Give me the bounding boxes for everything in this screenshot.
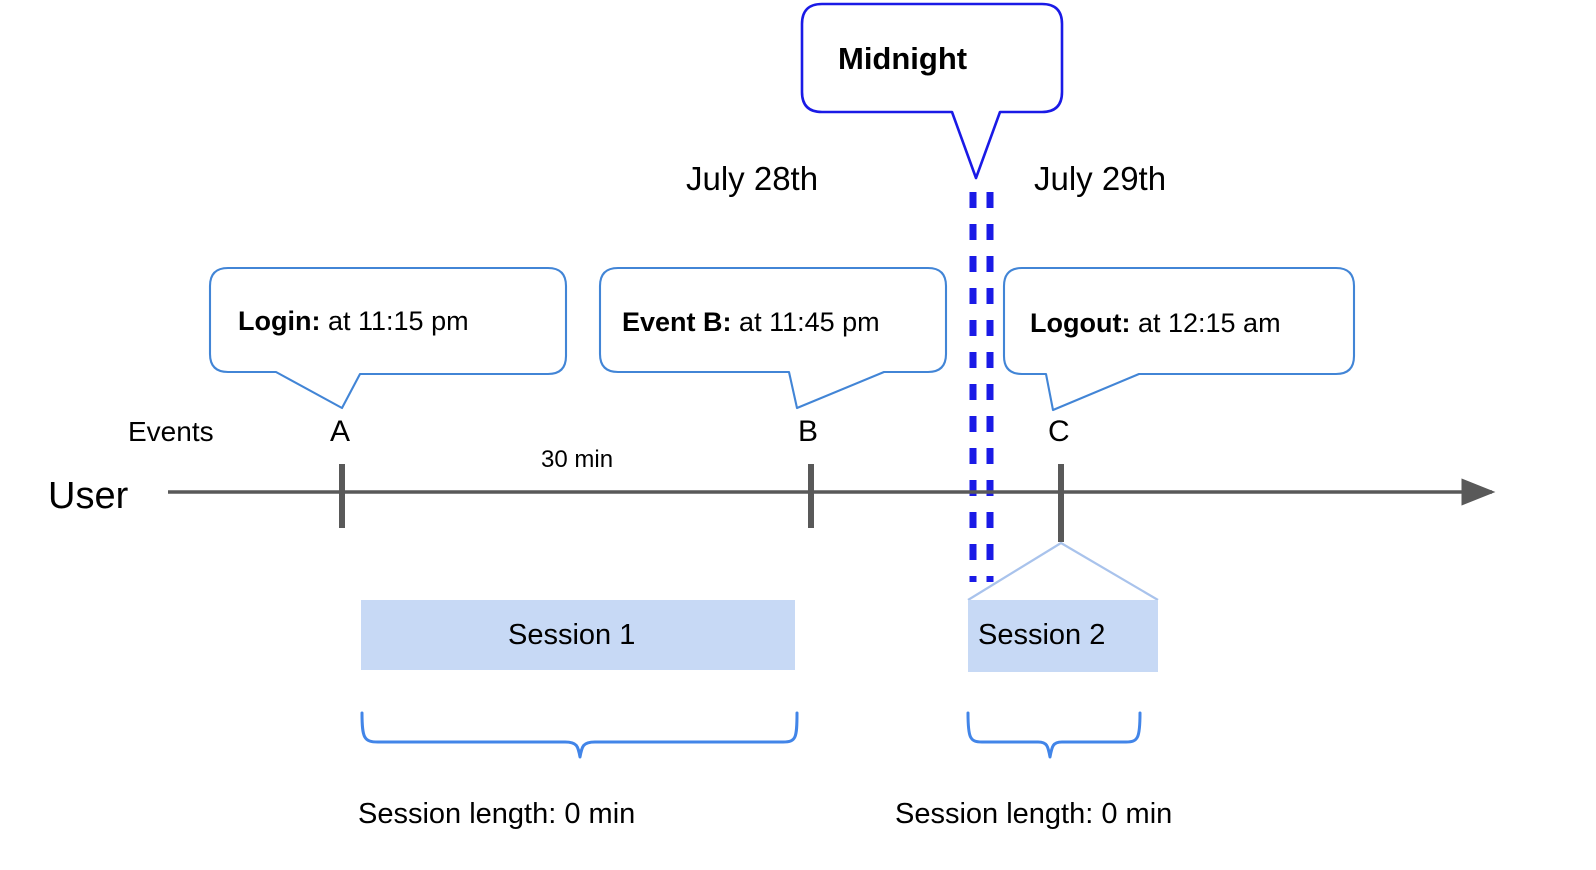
event-label-b: B: [798, 415, 819, 448]
axis-label-user: User: [48, 475, 129, 517]
session-box-1: [361, 600, 795, 670]
session2-connector: [967, 541, 1159, 601]
date-label-july-29: July 29th: [1034, 160, 1167, 197]
session-box-2: [968, 600, 1158, 672]
session-length-label-1: Session length: 0 min: [358, 798, 636, 830]
callout-title-login: Login:: [238, 306, 321, 336]
callout-detail-logout: at 12:15 am: [1137, 308, 1281, 338]
callout-bubble-login: [208, 266, 568, 410]
duration-label-30min: 30 min: [541, 446, 614, 473]
events-row-label: Events: [128, 416, 214, 447]
callout-bubble-eventb: [598, 266, 948, 410]
callout-text-eventb: Event B: at 11:45 pm: [622, 307, 880, 338]
callout-shape-eventb: [598, 266, 948, 410]
session-brace-2: [966, 711, 1142, 759]
event-label-a: A: [330, 415, 351, 448]
callout-text-login: Login: at 11:15 pm: [238, 306, 469, 337]
callout-shape-login: [208, 266, 568, 410]
callout-title-eventb: Event B:: [622, 307, 732, 337]
callout-bubble-logout: [1002, 266, 1356, 412]
timeline-axis: [168, 464, 1496, 542]
session-brace-path-1: [360, 711, 799, 759]
callout-detail-eventb: at 11:45 pm: [739, 307, 880, 337]
midnight-label: Midnight: [838, 41, 968, 76]
callout-shape-logout: [1002, 266, 1356, 412]
date-label-july-28: July 28th: [686, 160, 819, 197]
session-label-1: Session 1: [508, 619, 636, 651]
midnight-bubble-path: [800, 2, 1064, 180]
session2-connector-path: [967, 541, 1159, 601]
session-brace-path-2: [966, 711, 1142, 759]
callout-text-logout: Logout: at 12:15 am: [1030, 308, 1281, 339]
session-brace-1: [360, 711, 799, 759]
event-label-c: C: [1048, 415, 1070, 448]
midnight-callout-shape: [800, 2, 1064, 180]
session-length-label-2: Session length: 0 min: [895, 798, 1173, 830]
session-label-2: Session 2: [978, 619, 1106, 651]
callout-title-logout: Logout:: [1030, 308, 1131, 338]
callout-detail-login: at 11:15 pm: [327, 306, 469, 336]
midnight-dashed-lines: [969, 192, 994, 582]
